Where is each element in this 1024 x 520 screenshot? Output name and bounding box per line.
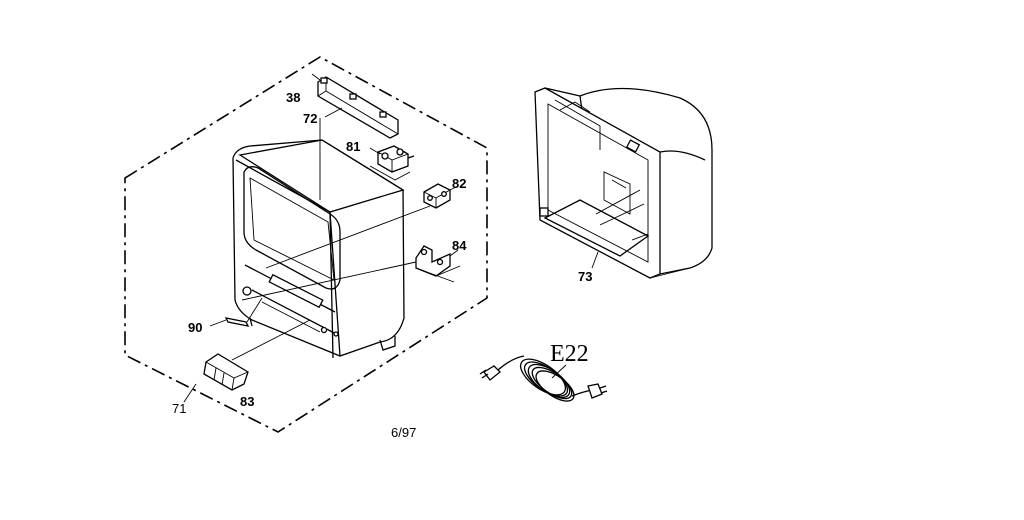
label-83: 83 [240, 394, 254, 409]
front-cabinet-71 [232, 139, 405, 359]
power-cord-e22 [479, 355, 608, 402]
label-72: 72 [303, 111, 317, 126]
label-38: 38 [286, 90, 300, 105]
lens-strip-90 [224, 317, 250, 327]
leader-84 [241, 261, 417, 301]
button-assembly-83 [203, 353, 249, 391]
label-84: 84 [452, 238, 467, 253]
label-e22: E22 [550, 341, 589, 367]
label-82: 82 [452, 176, 466, 191]
terminal-bracket-84 [415, 245, 461, 283]
date-stamp: 6/97 [391, 425, 416, 440]
leader-90b [246, 297, 263, 323]
rear-cabinet-73 [534, 87, 713, 279]
leader-90a [209, 319, 227, 327]
leader-73 [591, 251, 599, 269]
top-bracket-72 [311, 73, 399, 139]
jack-module-82 [423, 183, 459, 209]
label-73: 73 [578, 269, 592, 284]
leader-71 [183, 383, 197, 403]
label-71: 71 [172, 401, 186, 416]
label-90: 90 [188, 320, 202, 335]
assembly-boundary [124, 56, 488, 433]
leader-83 [231, 319, 311, 361]
leader-e22 [551, 364, 567, 379]
label-81: 81 [346, 139, 360, 154]
connector-block-81 [369, 145, 415, 181]
leader-82 [265, 205, 431, 269]
